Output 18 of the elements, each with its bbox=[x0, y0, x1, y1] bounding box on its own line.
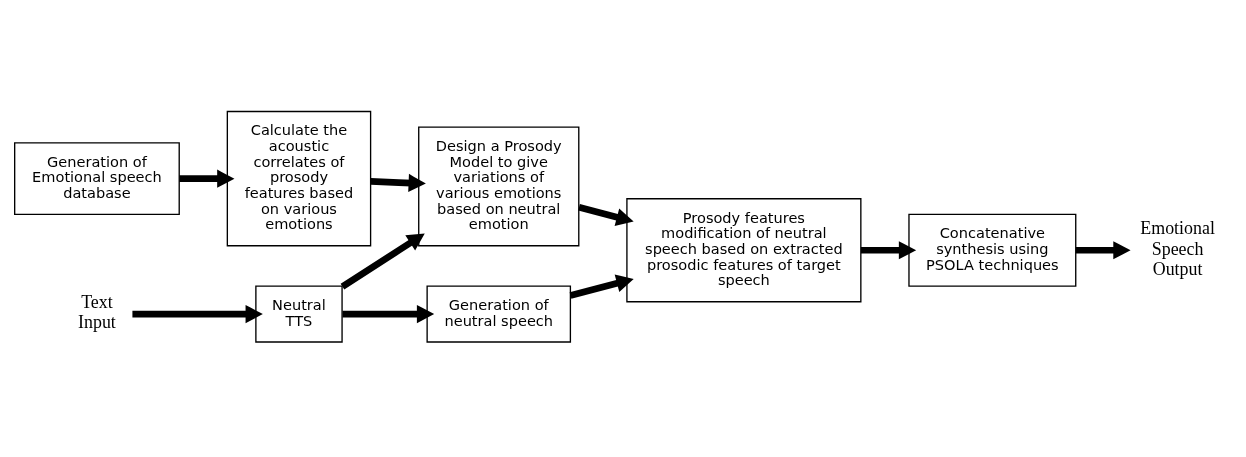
node-box: Generation of Emotional speech database bbox=[14, 141, 180, 215]
arrow bbox=[370, 173, 426, 192]
arrow bbox=[179, 169, 235, 188]
arrow bbox=[342, 304, 435, 323]
arrow bbox=[132, 304, 263, 323]
node-box: Neutral TTS bbox=[255, 284, 343, 343]
arrow bbox=[1075, 240, 1131, 259]
arrow bbox=[860, 240, 917, 259]
arrow bbox=[569, 274, 634, 299]
node-box: Design a Prosody Model to give variations of various emotions based on neutral emotion bbox=[418, 126, 580, 246]
node-box: Generation of neutral speech bbox=[426, 284, 572, 343]
node-box: Calculate the acoustic correlates of prosody features based on various emotions bbox=[226, 110, 372, 246]
node-box: Prosody features modification of neutral speech based on extracted prosodic features of target speech bbox=[626, 197, 862, 302]
node-text: Text Input bbox=[78, 291, 116, 332]
arrow bbox=[578, 203, 634, 226]
node-text: Emotional Speech Output bbox=[1140, 217, 1215, 279]
arrow bbox=[340, 233, 425, 289]
node-box: Concatenative synthesis using PSOLA techniques bbox=[908, 213, 1077, 287]
